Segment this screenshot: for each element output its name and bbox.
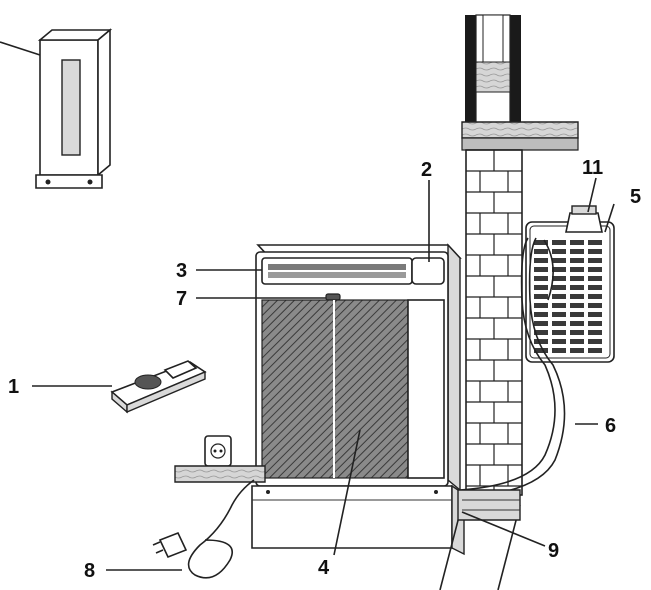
outdoor-unit-fin (588, 285, 602, 290)
outdoor-unit-fin (570, 303, 584, 308)
outdoor-unit-fin (570, 249, 584, 254)
air-outlet-louver (268, 264, 406, 278)
outdoor-unit-fin (588, 249, 602, 254)
outdoor-unit-fin (552, 348, 566, 353)
outdoor-unit-fin (570, 267, 584, 272)
callout-9: 9 (548, 540, 559, 562)
outdoor-unit-fin (534, 276, 548, 281)
callout-5: 5 (630, 186, 641, 208)
outdoor-unit-fin (570, 321, 584, 326)
outdoor-unit-fin (534, 321, 548, 326)
callout-3: 3 (176, 260, 187, 282)
callout-8: 8 (84, 560, 95, 582)
callout-6: 6 (605, 415, 616, 437)
outdoor-unit-fin (552, 339, 566, 344)
outdoor-unit-fin (570, 285, 584, 290)
outdoor-unit-fin (534, 312, 548, 317)
outdoor-unit-fin (552, 294, 566, 299)
callout-1: 1 (8, 376, 19, 398)
outdoor-unit-fin (534, 348, 548, 353)
outdoor-unit-fin (552, 258, 566, 263)
outdoor-unit-fin (552, 285, 566, 290)
outdoor-unit-fin (570, 294, 584, 299)
floor-lines (439, 489, 521, 590)
outdoor-unit-fin (534, 330, 548, 335)
outdoor-unit (525, 205, 615, 363)
outdoor-unit-fin (570, 348, 584, 353)
power-socket (174, 435, 266, 483)
remote-control (110, 360, 207, 414)
outdoor-unit-fin (552, 276, 566, 281)
brick-wall (465, 149, 523, 496)
callout-labels: 1 2 3 4 5 6 7 8 9 11 (8, 157, 641, 582)
wall-bracket (0, 28, 113, 189)
outdoor-unit-fin (552, 240, 566, 245)
outdoor-unit-fin (534, 240, 548, 245)
outdoor-unit-fin (570, 258, 584, 263)
callout-11: 11 (582, 157, 603, 179)
outdoor-unit-fin (534, 258, 548, 263)
outdoor-unit-fin (534, 285, 548, 290)
outdoor-unit-fin (588, 294, 602, 299)
outdoor-unit-fin (588, 330, 602, 335)
outdoor-unit-fin (588, 258, 602, 263)
leader-lines (32, 177, 615, 571)
outdoor-unit-fin (552, 303, 566, 308)
outdoor-unit-fin (552, 330, 566, 335)
outdoor-unit-fin (570, 240, 584, 245)
ceiling-slab (461, 121, 579, 151)
ceiling-duct (465, 14, 521, 126)
outdoor-unit-fin (552, 249, 566, 254)
outdoor-unit-fin (588, 303, 602, 308)
callout-2: 2 (421, 159, 432, 181)
outdoor-unit-fin (588, 240, 602, 245)
outdoor-unit-fin (552, 267, 566, 272)
power-cord (152, 479, 255, 579)
outdoor-unit-fin (552, 321, 566, 326)
outdoor-unit-fin (588, 267, 602, 272)
outdoor-unit-fin (534, 303, 548, 308)
outdoor-unit-fin (570, 330, 584, 335)
outdoor-unit-fin (588, 339, 602, 344)
outdoor-unit-fin (570, 312, 584, 317)
outdoor-unit-fin (552, 312, 566, 317)
outdoor-unit-fin (570, 276, 584, 281)
indoor-unit (251, 243, 465, 556)
outdoor-unit-fin (588, 276, 602, 281)
outdoor-unit-fin (534, 249, 548, 254)
outdoor-unit-fin (534, 294, 548, 299)
refrigerant-pipes (459, 237, 566, 499)
outdoor-unit-fin (588, 321, 602, 326)
outdoor-unit-fin (534, 267, 548, 272)
outdoor-unit-fin (588, 348, 602, 353)
callout-4: 4 (318, 557, 330, 579)
outdoor-unit-fin (570, 339, 584, 344)
outdoor-unit-fin (534, 339, 548, 344)
outdoor-unit-fin (588, 312, 602, 317)
callout-7: 7 (176, 288, 187, 310)
